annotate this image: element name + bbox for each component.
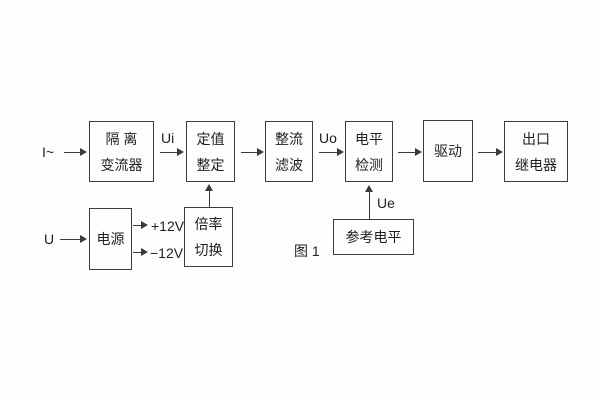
block-rectifier-filter: 整流 滤波 (265, 121, 313, 182)
arrow-level-to-drive-icon (398, 148, 422, 156)
arrow-power-plus12v-icon (133, 221, 148, 229)
arrow-ratio-to-setting-icon (205, 184, 213, 207)
block-level-detect: 电平 检测 (345, 121, 393, 182)
figure-caption: 图 1 (294, 243, 320, 259)
block-label: 切换 (194, 242, 223, 258)
block-setting-adjust: 定值 整定 (186, 121, 235, 182)
arrow-reference-to-level-icon (365, 185, 373, 219)
block-ratio-switch: 倍率 切换 (184, 207, 233, 267)
block-label: 变流器 (100, 156, 143, 173)
block-label: 参考电平 (345, 229, 402, 245)
signal-label-ui: Ui (161, 130, 175, 146)
block-drive: 驱动 (423, 120, 473, 182)
signal-label-uo: Uo (319, 130, 337, 146)
block-label: 继电器 (515, 156, 557, 173)
signal-label-ue: Ue (377, 195, 395, 211)
arrow-voltage-input-icon (60, 235, 87, 243)
block-label: 整定 (196, 156, 225, 173)
block-label: 倍率 (194, 216, 223, 232)
arrow-setting-to-rectifier-icon (241, 148, 264, 156)
block-isolation-transformer: 隔 离 变流器 (89, 121, 154, 182)
arrow-drive-to-relay-icon (478, 148, 503, 156)
signal-label-plus12v: +12V (151, 218, 185, 234)
arrow-rectifier-to-level-icon (319, 148, 344, 156)
block-label: 电平 (355, 130, 383, 147)
block-label: 滤波 (275, 156, 303, 173)
block-label: 隔 离 (105, 130, 138, 147)
signal-label-minus12v: −12V (150, 245, 184, 261)
block-label: 出口 (522, 130, 550, 147)
input-label-current: I~ (42, 144, 55, 160)
input-label-voltage: U (44, 231, 55, 247)
arrow-isolation-to-setting-icon (160, 148, 184, 156)
block-power-supply: 电源 (89, 208, 132, 270)
block-label: 检测 (355, 156, 383, 173)
block-label: 电源 (96, 231, 125, 247)
arrow-power-minus12v-icon (133, 248, 148, 256)
block-output-relay: 出口 继电器 (504, 121, 568, 182)
block-label: 整流 (275, 130, 303, 147)
arrow-current-input-icon (64, 148, 87, 156)
block-label: 驱动 (434, 143, 462, 159)
block-label: 定值 (196, 130, 225, 147)
block-reference-level: 参考电平 (333, 219, 414, 255)
